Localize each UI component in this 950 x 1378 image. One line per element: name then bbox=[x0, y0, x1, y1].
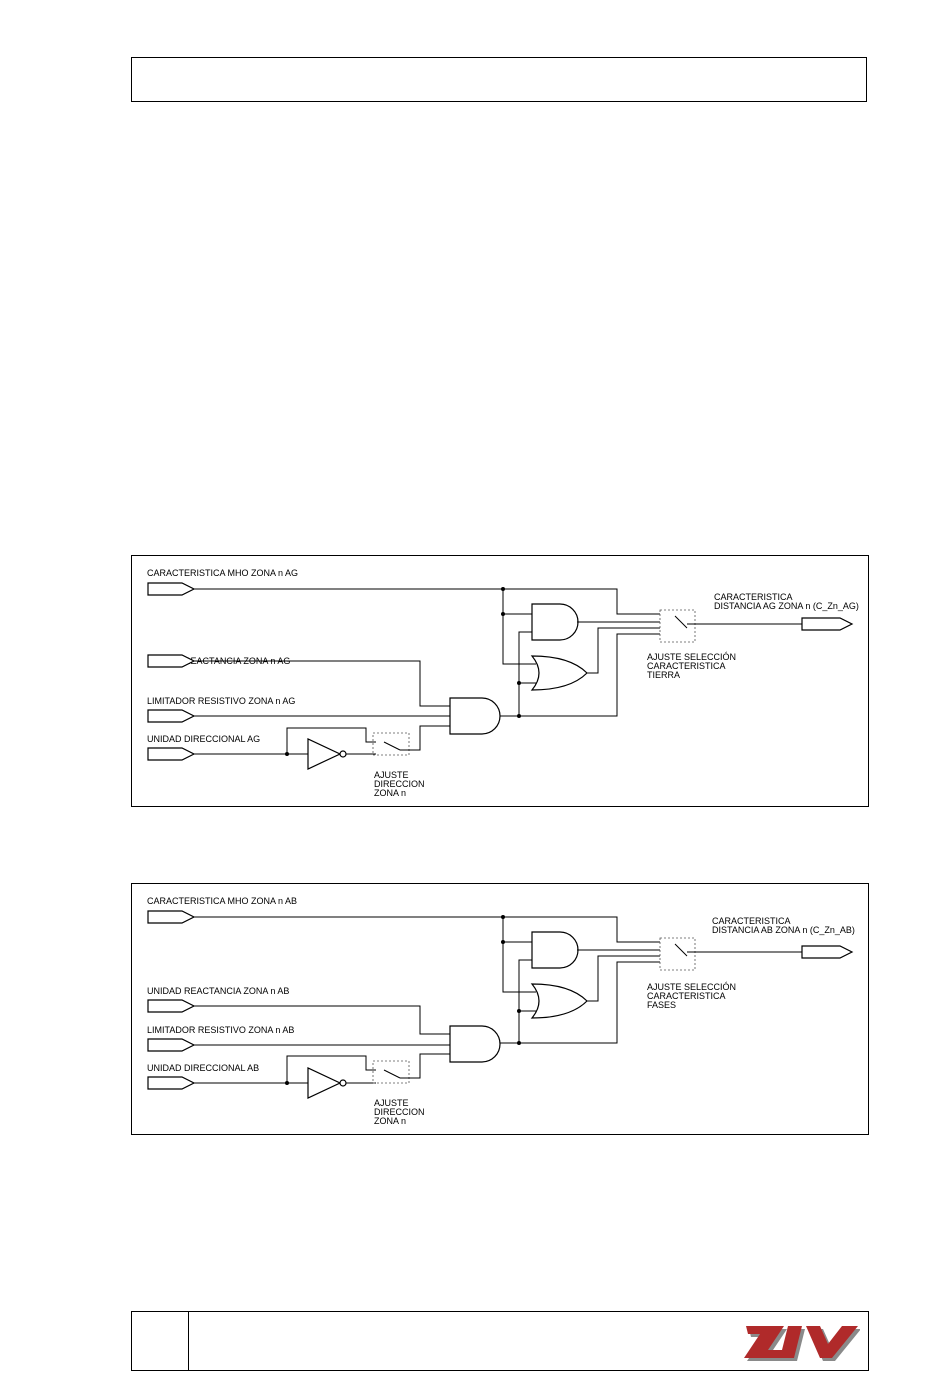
selector-switch-box bbox=[659, 937, 696, 971]
wire-and-upper-in2 bbox=[518, 631, 532, 683]
direction-switch-box bbox=[372, 732, 410, 756]
not-gate-bubble bbox=[339, 750, 347, 758]
logic-diagram-ag: CARACTERISTICA MHO ZONA n AG UNIDAD REAC… bbox=[131, 555, 869, 807]
direction-label-1: AJUSTE bbox=[374, 770, 409, 780]
logic-diagram-ab: CARACTERISTICA MHO ZONA n AB UNIDAD REAC… bbox=[131, 883, 869, 1135]
wire-or-out bbox=[587, 955, 660, 1002]
selector-label-1: AJUSTE SELECCIÓN bbox=[647, 982, 736, 992]
output-label-2: DISTANCIA AG ZONA n (C_Zn_AG) bbox=[714, 601, 859, 611]
direction-switch-box bbox=[372, 1060, 410, 1084]
selector-label-2: CARACTERISTICA bbox=[647, 661, 726, 671]
ziv-logo bbox=[744, 1326, 860, 1361]
junction-mho-2 bbox=[501, 940, 505, 944]
wire-or-out bbox=[587, 627, 660, 674]
selector-label-3: TIERRA bbox=[647, 670, 680, 680]
wire-reactance bbox=[194, 660, 450, 707]
wire-switch-out bbox=[400, 725, 450, 751]
wire-mho-and bbox=[502, 589, 532, 615]
input-mho-label: CARACTERISTICA MHO ZONA n AG bbox=[147, 568, 298, 578]
not-gate bbox=[307, 1067, 342, 1099]
selector-label-2: CARACTERISTICA bbox=[647, 991, 726, 1001]
direction-label-1: AJUSTE bbox=[374, 1098, 409, 1108]
input-limiter-label: LIMITADOR RESISTIVO ZONA n AG bbox=[147, 696, 295, 706]
wire-reactance bbox=[194, 1005, 450, 1035]
and-gate-lower bbox=[449, 697, 501, 735]
page-header-box bbox=[131, 57, 867, 102]
input-directional-label: UNIDAD DIRECCIONAL AG bbox=[147, 734, 260, 744]
input-reactance-label: UNIDAD REACTANCIA ZONA n AB bbox=[147, 986, 289, 996]
junction-mho-2 bbox=[501, 612, 505, 616]
output-label-1: CARACTERISTICA bbox=[714, 592, 793, 602]
wire-and-lower-out bbox=[500, 961, 660, 1044]
page-footer-box bbox=[131, 1311, 869, 1371]
input-reactance-connector bbox=[147, 999, 196, 1013]
wire-mho bbox=[194, 916, 660, 943]
input-limiter-connector bbox=[147, 709, 196, 723]
input-directional-label: UNIDAD DIRECCIONAL AB bbox=[147, 1063, 259, 1073]
input-limiter-label: LIMITADOR RESISTIVO ZONA n AB bbox=[147, 1025, 294, 1035]
wire-switch-out bbox=[400, 1053, 450, 1079]
wire-mho-or bbox=[502, 942, 536, 993]
wire-mho-or bbox=[502, 614, 536, 665]
not-gate-bubble bbox=[339, 1079, 347, 1087]
diagram-ab-svg: CARACTERISTICA MHO ZONA n AB UNIDAD REAC… bbox=[147, 896, 855, 1126]
selector-switch-contact bbox=[674, 943, 688, 957]
direction-label-3: ZONA n bbox=[374, 1116, 406, 1126]
selector-label-3: FASES bbox=[647, 1000, 676, 1010]
input-mho-connector bbox=[147, 582, 196, 596]
and-gate-lower bbox=[449, 1025, 501, 1063]
direction-label-2: DIRECCION bbox=[374, 779, 425, 789]
output-label-2: DISTANCIA AB ZONA n (C_Zn_AB) bbox=[712, 925, 855, 935]
input-reactance-connector bbox=[147, 654, 196, 668]
selector-switch-contact bbox=[674, 615, 688, 629]
wire-mho bbox=[194, 588, 660, 615]
input-mho-connector bbox=[147, 910, 196, 924]
selector-switch-box bbox=[659, 609, 696, 643]
wire-and-upper-in2 bbox=[518, 959, 532, 1011]
diagram-ag-svg: CARACTERISTICA MHO ZONA n AG UNIDAD REAC… bbox=[147, 568, 859, 798]
footer-divider bbox=[188, 1312, 189, 1370]
direction-label-2: DIRECCION bbox=[374, 1107, 425, 1117]
direction-switch-contact bbox=[383, 741, 401, 751]
output-connector bbox=[801, 945, 854, 959]
wire-mho-and bbox=[502, 917, 532, 943]
input-directional-connector bbox=[147, 747, 196, 761]
wire-directional-bypass bbox=[286, 727, 376, 754]
input-mho-label: CARACTERISTICA MHO ZONA n AB bbox=[147, 896, 297, 906]
output-label-1: CARACTERISTICA bbox=[712, 916, 791, 926]
selector-label-1: AJUSTE SELECCIÓN bbox=[647, 652, 736, 662]
direction-switch-contact bbox=[383, 1069, 401, 1079]
output-connector bbox=[801, 617, 854, 631]
or-gate bbox=[530, 983, 588, 1019]
not-gate bbox=[307, 738, 342, 770]
wire-and-lower-out bbox=[500, 633, 660, 717]
input-limiter-connector bbox=[147, 1038, 196, 1052]
direction-label-3: ZONA n bbox=[374, 788, 406, 798]
input-directional-connector bbox=[147, 1076, 196, 1090]
and-gate-upper bbox=[531, 603, 579, 641]
or-gate bbox=[530, 655, 588, 691]
wire-directional-bypass bbox=[286, 1055, 376, 1083]
and-gate-upper bbox=[531, 931, 579, 969]
